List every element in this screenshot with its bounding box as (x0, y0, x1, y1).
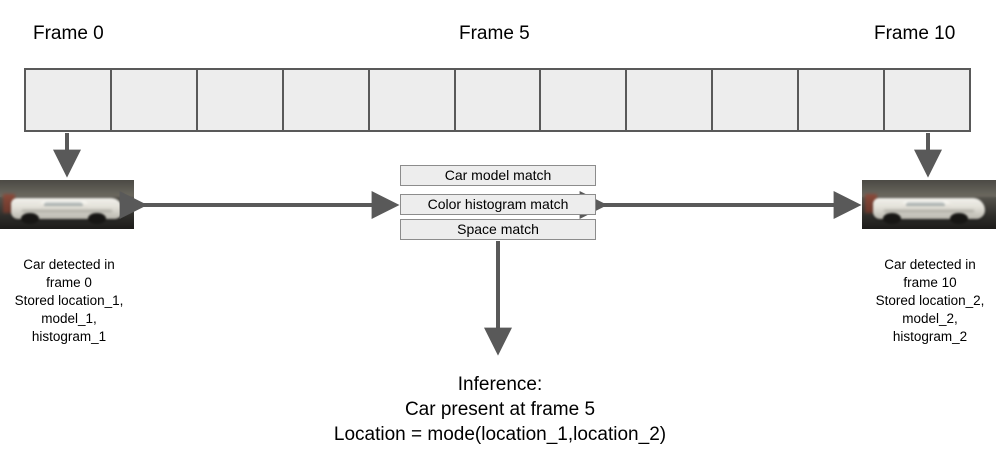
match-box-car-model[interactable]: Car model match (400, 165, 596, 186)
car-thumbnail-frame-10 (862, 180, 996, 229)
match-box-color-histogram[interactable]: Color histogram match (400, 194, 596, 215)
frame-cell (627, 70, 714, 130)
frame-cell (369, 70, 456, 130)
frame-cell (26, 70, 112, 130)
frame-cell (283, 70, 370, 130)
frame-cell (713, 70, 800, 130)
frame-cell (885, 70, 969, 130)
frame-cell (197, 70, 284, 130)
frame-cell (455, 70, 542, 130)
car-photo-right (862, 180, 996, 229)
car-rear-wheel (88, 213, 106, 225)
frame-label-end: Frame 10 (874, 23, 956, 44)
frame-cell (111, 70, 198, 130)
frame-label-middle: Frame 5 (459, 23, 530, 44)
car-photo-left (0, 180, 134, 229)
car-rear-wheel (950, 213, 968, 225)
car-window-shape (44, 202, 83, 206)
car-front-wheel (21, 213, 39, 225)
match-box-space[interactable]: Space match (400, 219, 596, 240)
frame-label-start: Frame 0 (33, 23, 104, 44)
photo-background-upper (862, 180, 996, 197)
frame-cell (541, 70, 628, 130)
car-side-shading (21, 210, 112, 213)
car-thumbnail-frame-0 (0, 180, 134, 229)
inference-text: Inference: Car present at frame 5 Locati… (333, 374, 667, 445)
photo-background-upper (0, 180, 134, 197)
car-side-shading (883, 210, 974, 213)
frame-cell (799, 70, 886, 130)
caption-frame-0: Car detected in frame 0 Stored location_… (14, 257, 124, 344)
car-front-wheel (883, 213, 901, 225)
car-window-shape (906, 202, 945, 206)
caption-frame-10: Car detected in frame 10 Stored location… (875, 257, 985, 344)
frame-strip (24, 68, 971, 132)
